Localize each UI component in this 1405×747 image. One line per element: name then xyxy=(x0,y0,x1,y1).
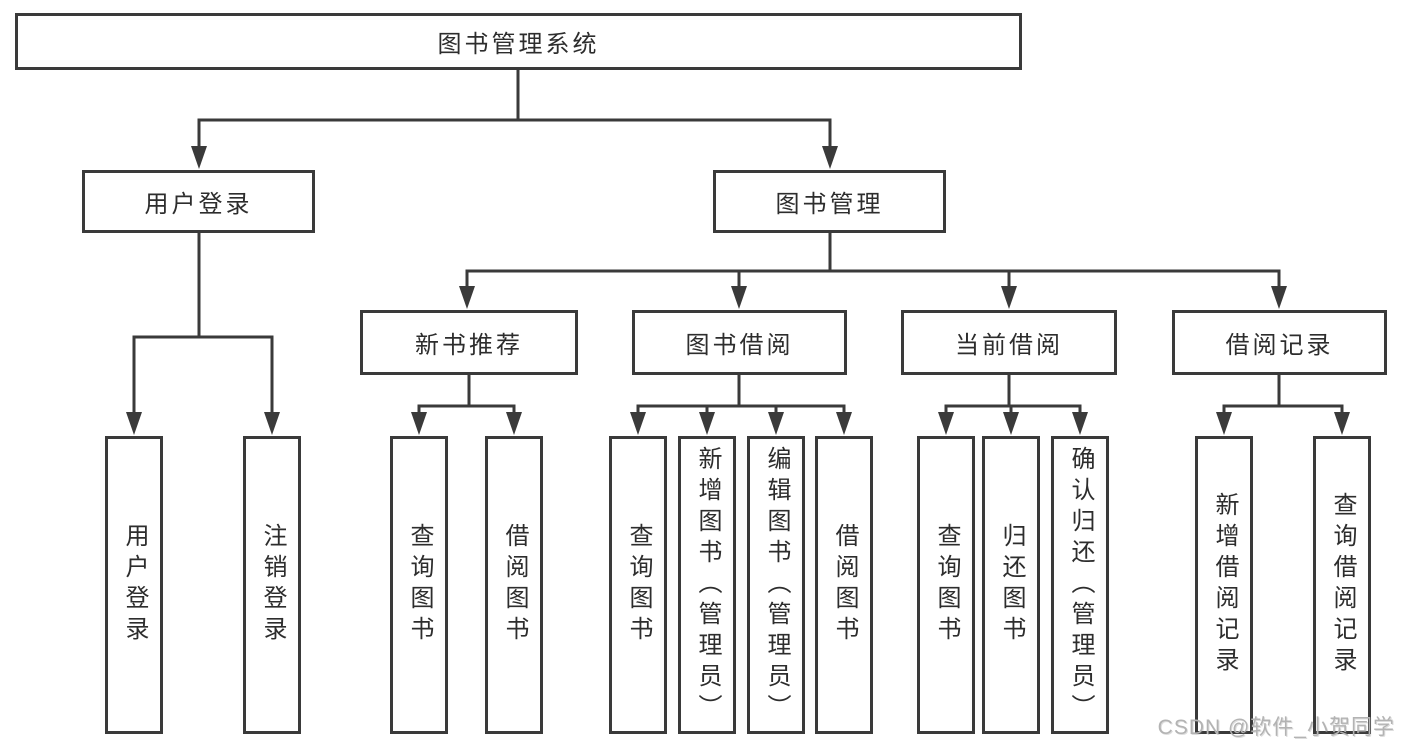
group-node-label: 图书借阅 xyxy=(685,332,794,359)
leaf-node-label: 借阅图书 xyxy=(501,523,528,647)
leaf-node-label: 借阅图书 xyxy=(831,523,858,647)
leaf-node-add-borrow-record: 新增借阅记录 xyxy=(1195,436,1253,734)
leaf-node-label: 查询图书 xyxy=(625,523,652,647)
branch-node-label: 用户登录 xyxy=(144,191,253,218)
group-node-borrowing-records: 借阅记录 xyxy=(1172,310,1387,375)
leaf-node-edit-book-admin: 编辑图书（管理员） xyxy=(747,436,805,734)
leaf-node-label: 确认归还（管理员） xyxy=(1067,445,1094,725)
leaf-node-label: 查询图书 xyxy=(933,523,960,647)
leaf-node-query-books-2: 查询图书 xyxy=(609,436,667,734)
group-node-new-book-recommend: 新书推荐 xyxy=(360,310,578,375)
group-node-label: 新书推荐 xyxy=(415,332,523,359)
leaf-node-user-login: 用户登录 xyxy=(105,436,163,734)
arrow-down-icons xyxy=(126,146,1350,435)
root-node-system: 图书管理系统 xyxy=(15,13,1022,70)
leaf-node-query-borrow-record: 查询借阅记录 xyxy=(1313,436,1371,734)
leaf-node-query-books-1: 查询图书 xyxy=(390,436,448,734)
leaf-node-borrow-books-1: 借阅图书 xyxy=(485,436,543,734)
group-node-label: 当前借阅 xyxy=(955,332,1063,359)
branch-node-user-login: 用户登录 xyxy=(82,170,315,233)
watermark: CSDN @软件_小贺同学 xyxy=(1157,716,1395,739)
leaf-node-confirm-return-admin: 确认归还（管理员） xyxy=(1051,436,1109,734)
leaf-node-add-book-admin: 新增图书（管理员） xyxy=(678,436,736,734)
leaf-node-label: 归还图书 xyxy=(998,523,1025,647)
leaf-node-query-books-3: 查询图书 xyxy=(917,436,975,734)
group-node-book-borrowing: 图书借阅 xyxy=(632,310,847,375)
leaf-node-return-books: 归还图书 xyxy=(982,436,1040,734)
group-node-label: 借阅记录 xyxy=(1225,332,1334,359)
tree-edges xyxy=(132,70,1344,413)
leaf-node-label: 用户登录 xyxy=(121,523,148,647)
leaf-node-label: 编辑图书（管理员） xyxy=(763,445,790,725)
group-node-current-borrowing: 当前借阅 xyxy=(901,310,1117,375)
leaf-node-label: 新增借阅记录 xyxy=(1211,492,1238,678)
root-node-label: 图书管理系统 xyxy=(437,31,600,58)
leaf-node-label: 注销登录 xyxy=(259,523,286,647)
leaf-node-label: 查询图书 xyxy=(406,523,433,647)
branch-node-book-management: 图书管理 xyxy=(713,170,946,233)
leaf-node-logout: 注销登录 xyxy=(243,436,301,734)
leaf-node-label: 新增图书（管理员） xyxy=(694,445,721,725)
leaf-node-borrow-books-2: 借阅图书 xyxy=(815,436,873,734)
leaf-node-label: 查询借阅记录 xyxy=(1329,492,1356,678)
branch-node-label: 图书管理 xyxy=(775,191,884,218)
